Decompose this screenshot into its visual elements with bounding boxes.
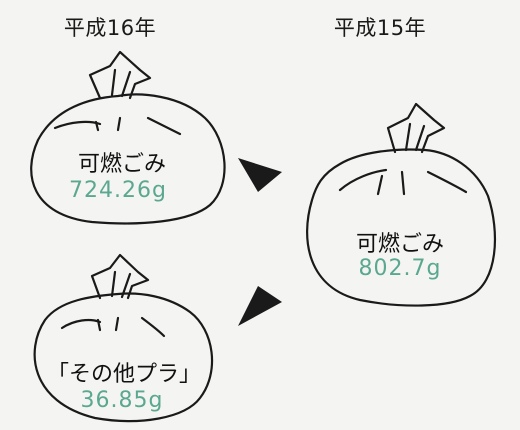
garbage-bag-icon [306, 102, 497, 307]
year-heading-h16: 平成16年 [63, 16, 157, 40]
year-heading-h15: 平成15年 [333, 16, 427, 40]
arrow-triangle-icon [238, 286, 282, 326]
garbage-bag-icon [30, 50, 226, 225]
bag-value-h15-burnable: 802.7g [358, 256, 442, 281]
bag-name-h16-plastic: 「その他プラ」 [46, 362, 202, 387]
garbage-bag-icon [33, 253, 214, 423]
bag-value-h16-burnable: 724.26g [69, 178, 167, 203]
arrow-triangle-icon [238, 158, 282, 192]
bag-name-h15-burnable: 可燃ごみ [355, 232, 445, 257]
bag-name-h16-burnable: 可燃ごみ [77, 152, 167, 177]
bag-value-h16-plastic: 36.85g [80, 388, 164, 413]
